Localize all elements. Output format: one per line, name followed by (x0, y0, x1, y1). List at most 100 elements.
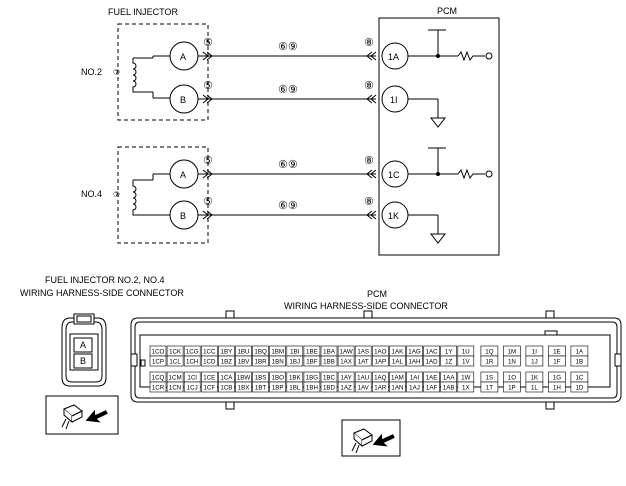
pcm-terminal-label: 1G (553, 375, 561, 382)
pcm-terminal-cell (252, 381, 269, 393)
injector-connector-title-1: FUEL INJECTOR NO.2, NO.4 (45, 275, 165, 285)
pcm-terminal-label: 1D (575, 385, 583, 392)
pcm-terminal-label: 1CE (203, 375, 215, 382)
pcm-terminal-cell (525, 355, 544, 367)
pcm-terminal-label: 1E (553, 349, 561, 356)
pcm-terminal-cell (235, 381, 252, 393)
pcm-terminal-label: 1BT (255, 385, 267, 392)
pcm-terminal-label: 1BR (255, 359, 268, 366)
pcm-terminal-cell (371, 355, 389, 367)
ref-wire-1: ⑥⑨ (278, 41, 298, 53)
pcm-terminal-cell (570, 355, 589, 367)
ref-wire-4: ⑥⑨ (278, 200, 298, 212)
pcm-terminal-cell (286, 381, 304, 393)
pcm-terminal-cell (269, 381, 287, 393)
pcm-terminal-label: 1AC (426, 349, 439, 356)
injector-no4-label: NO.4 (81, 189, 102, 199)
pcm-terminal-label: 1BN (272, 359, 284, 366)
pcm-terminal-label: 1V (462, 359, 470, 366)
injector-no2-box (117, 23, 209, 121)
pcm-terminal-label: 1AY (340, 375, 351, 382)
injector-no2-pin-a-label: A (180, 52, 186, 62)
pcm-terminal-cell (503, 355, 521, 367)
pcm-terminal-label: 1BY (221, 349, 233, 356)
pcm-terminal-label: 1O (508, 375, 516, 382)
pcm-terminal-label: 1K (531, 375, 539, 382)
pcm-terminal-cell (354, 381, 372, 393)
pcm-terminal-label: 1I (532, 349, 537, 356)
pcm-terminal-cell (440, 355, 458, 367)
pcm-terminal-label: 1F (553, 359, 560, 366)
pcm-terminal-label: 1S (486, 375, 494, 382)
pcm-terminal-label: 1BM (271, 349, 284, 356)
pcm-terminal-cell (286, 355, 304, 367)
injector-connector (61, 313, 107, 387)
injector-no2-label: NO.2 (81, 67, 102, 77)
pcm-terminal-label: 1AQ (374, 375, 387, 382)
pcm-terminal-label: 1BX (238, 385, 250, 392)
pcm-terminal-cell (480, 381, 499, 393)
pcm-terminal-cell (389, 381, 406, 393)
pcm-terminal-label: 1AF (426, 385, 438, 392)
pcm-title: PCM (437, 6, 457, 16)
pcm-terminal-label: 1BC (323, 375, 336, 382)
ref-wire-2: ⑥⑨ (278, 84, 298, 96)
pcm-terminal-label: 1CO (152, 349, 165, 356)
pcm-terminal-cell (525, 381, 544, 393)
pcm-terminal-label: 1R (485, 359, 493, 366)
pcm-terminal-label: 1BZ (221, 359, 233, 366)
pcm-terminal-label: 1BG (306, 375, 319, 382)
pcm-terminal-label: 1BJ (289, 359, 300, 366)
pcm-connector-title-1: PCM (367, 289, 387, 299)
ref-pcm-side-3: ⑧ (364, 155, 374, 167)
pcm-terminal-label: 1BF (306, 359, 318, 366)
pcm-terminal-label: 1AL (392, 359, 404, 366)
pcm-terminal-label: 1BL (289, 385, 301, 392)
pcm-terminal-cell (201, 355, 218, 367)
pcm-terminal-label: 1BP (272, 385, 284, 392)
injector-no4-pin-b-label: B (180, 211, 186, 221)
injector-no2-pin-b-label: B (180, 95, 186, 105)
pcm-terminal-cell (423, 355, 440, 367)
pcm-terminal-label: 1AK (392, 349, 405, 356)
pcm-terminal-label: 1AT (358, 359, 369, 366)
pcm-terminal-label: 1BQ (254, 349, 267, 356)
pcm-terminal-cell (406, 381, 423, 393)
pcm-terminal-cell (235, 355, 252, 367)
pcm-terminal-cell (166, 355, 184, 367)
pcm-internal-circuit (408, 29, 493, 244)
pcm-terminal-label: 1AR (374, 385, 387, 392)
pcm-terminal-label: 1AU (357, 375, 369, 382)
pcm-terminal-label: 1CJ (187, 385, 198, 392)
injector-connector-cell-a: A (80, 340, 86, 350)
pcm-terminal-label: 1AP (374, 359, 386, 366)
view-direction-icon-bottom (341, 419, 401, 457)
pcm-terminal-label: 1A (576, 349, 584, 356)
pcm-terminal-label: 1CQ (152, 375, 165, 382)
pcm-terminal-label: 1AZ (340, 385, 352, 392)
pcm-terminal-label: 1X (462, 385, 470, 392)
pcm-terminal-label: 1CG (186, 349, 199, 356)
pcm-terminal-cell (218, 381, 235, 393)
pcm-terminal-cell (149, 381, 167, 393)
pcm-terminal-label: 1L (531, 385, 538, 392)
pcm-terminal-cell (320, 355, 338, 367)
pcm-terminal-label: 1CH (186, 359, 198, 366)
pcm-pin-1k-label: 1K (388, 211, 399, 221)
pcm-terminal-cell (503, 381, 521, 393)
pcm-terminal-label: 1J (531, 359, 538, 366)
pcm-connector-title-2: WIRING HARNESS-SIDE CONNECTOR (284, 301, 448, 311)
pcm-terminal-label: 1CR (152, 385, 165, 392)
pcm-terminal-label: 1B (576, 359, 584, 366)
pcm-terminal-cell (252, 355, 269, 367)
pcm-terminal-cell (303, 381, 321, 393)
pcm-terminal-label: 1BD (323, 385, 336, 392)
ref-injector-side-2: ⑤ (203, 80, 213, 92)
pcm-terminal-label: 1CC (203, 349, 216, 356)
pcm-terminal-cell (337, 381, 355, 393)
pcm-terminal-label: 1AV (358, 385, 370, 392)
pcm-terminal-label: 1AS (357, 349, 369, 356)
junction-dot (436, 54, 440, 58)
pcm-terminal-label: 1CA (220, 375, 233, 382)
